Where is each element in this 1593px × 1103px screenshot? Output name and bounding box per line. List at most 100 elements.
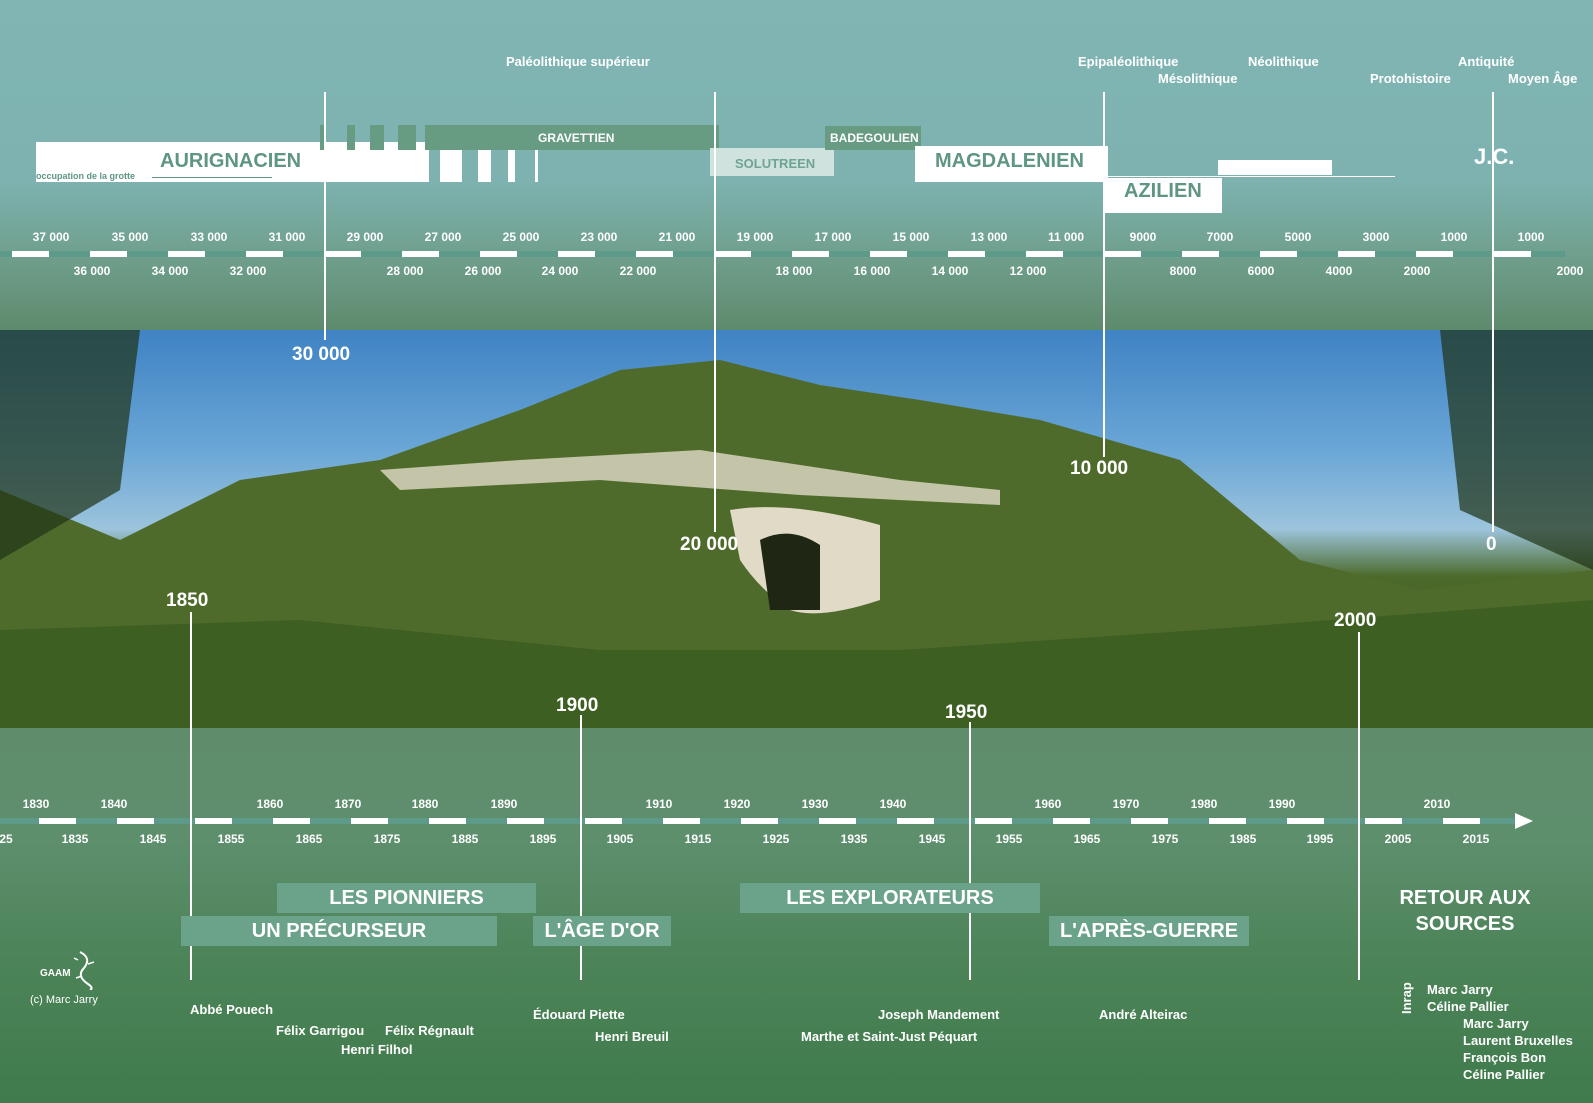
- neolithic-bar: [1218, 160, 1332, 175]
- bottom-axis-segment: [819, 818, 856, 824]
- top-tick-upper: 17 000: [814, 230, 852, 244]
- person-pallier-1: Céline Pallier: [1427, 999, 1509, 1014]
- bottom-axis-segment: [273, 818, 310, 824]
- era-explorateurs-box: [740, 883, 1040, 913]
- period-paleo-sup: Paléolithique supérieur: [506, 54, 650, 69]
- bottom-axis-segment: [741, 818, 778, 824]
- person-breuil: Henri Breuil: [595, 1029, 669, 1044]
- person-pallier-2: Céline Pallier: [1463, 1067, 1545, 1082]
- top-tick-upper: 23 000: [580, 230, 618, 244]
- bottom-tick-lower: 1925: [762, 832, 790, 846]
- gravettien-bar: [425, 125, 719, 150]
- hill-illustration: [0, 330, 1593, 728]
- bottom-tick-upper: 1970: [1112, 797, 1140, 811]
- top-tick-upper: 9000: [1129, 230, 1157, 244]
- top-tick-upper: 11 000: [1047, 230, 1085, 244]
- top-tick-lower: 22 000: [619, 264, 657, 278]
- bottom-axis-segment: [663, 818, 700, 824]
- marker-30000-line: [324, 92, 326, 340]
- azilien-bar: [1103, 178, 1222, 213]
- occupation-label: occupation de la grotte: [36, 171, 136, 181]
- credit-label: (c) Marc Jarry: [30, 994, 98, 1006]
- bottom-tick-lower: 1955: [995, 832, 1023, 846]
- person-pouech: Abbé Pouech: [190, 1002, 274, 1017]
- bottom-tick-upper: 1980: [1190, 797, 1218, 811]
- top-tick-lower: 24 000: [541, 264, 579, 278]
- bottom-axis-segment: [1365, 818, 1402, 824]
- culture-solutreen: SOLUTREEN: [735, 156, 816, 171]
- jc-label: J.C.: [1474, 144, 1515, 169]
- marker-10000-line: [1103, 92, 1105, 457]
- top-tick-upper: 21 000: [658, 230, 696, 244]
- marker-10000: 10 000: [1070, 458, 1129, 479]
- marker-20000: 20 000: [680, 534, 739, 555]
- culture-aurignacien: AURIGNACIEN: [160, 150, 302, 172]
- culture-azilien: AZILIEN: [1124, 180, 1202, 202]
- bottom-axis-segment: [117, 818, 154, 824]
- top-tick-upper: 37 000: [32, 230, 70, 244]
- bottom-axis-segment: [1209, 818, 1246, 824]
- lizard-icon: [73, 951, 95, 990]
- era-apres-guerre-box: [1049, 916, 1249, 946]
- bottom-band: [0, 728, 1593, 1103]
- top-tick-upper: 31 000: [268, 230, 306, 244]
- top-tick-upper: 3000: [1362, 230, 1390, 244]
- bottom-tick-lower: 1875: [373, 832, 401, 846]
- top-tick-lower: 4000: [1325, 264, 1353, 278]
- top-axis-segment: [714, 251, 751, 257]
- bottom-tick-upper: 1890: [490, 797, 518, 811]
- top-axis-segment: [168, 251, 205, 257]
- era-explorateurs: LES EXPLORATEURS: [786, 887, 994, 909]
- marker-30000: 30 000: [292, 344, 351, 365]
- bottom-tick-lower: 1975: [1151, 832, 1179, 846]
- era-age-or: L'ÂGE D'OR: [544, 920, 660, 942]
- period-protohistoire: Protohistoire: [1370, 71, 1451, 86]
- period-moyen-age: Moyen Âge: [1508, 71, 1578, 86]
- era-pionniers-box: [277, 883, 536, 913]
- landscape-photo: [0, 330, 1593, 728]
- top-tick-lower: 14 000: [931, 264, 969, 278]
- marker-1950-line: [969, 722, 971, 980]
- marker-0-line: [1492, 92, 1494, 532]
- grav-white-2: [478, 150, 491, 182]
- top-axis-segment: [1026, 251, 1063, 257]
- era-retour-line2: SOURCES: [1415, 913, 1515, 935]
- person-jarry-1: Marc Jarry: [1427, 982, 1493, 997]
- bottom-tick-upper: 1930: [801, 797, 829, 811]
- era-precurseur-box: [181, 916, 497, 946]
- aurignacien-bar: [36, 142, 429, 182]
- grav-white-4: [535, 150, 538, 182]
- top-tick-upper: 35 000: [111, 230, 149, 244]
- top-axis-segment: [246, 251, 283, 257]
- bottom-tick-lower: 2015: [1462, 832, 1490, 846]
- bottom-axis-segment: [1131, 818, 1168, 824]
- bottom-axis-segment: [1443, 818, 1480, 824]
- top-tick-upper: 19 000: [736, 230, 774, 244]
- grav-block-4: [398, 125, 416, 150]
- bottom-tick-upper: 1910: [645, 797, 673, 811]
- bottom-tick-lower: 2005: [1384, 832, 1412, 846]
- bottom-axis-segment: [1053, 818, 1090, 824]
- top-axis-segment: [1260, 251, 1297, 257]
- bottom-tick-lower: 1855: [217, 832, 245, 846]
- bottom-axis-segment: [1287, 818, 1324, 824]
- bottom-tick-lower: 1865: [295, 832, 323, 846]
- occupation-arrow: [152, 177, 272, 178]
- top-axis-segment: [480, 251, 517, 257]
- bottom-tick-lower: 1915: [684, 832, 712, 846]
- top-tick-upper: 25 000: [502, 230, 540, 244]
- top-axis: [0, 251, 1565, 257]
- person-regnault: Félix Régnault: [385, 1023, 474, 1038]
- era-precurseur: UN PRÉCURSEUR: [251, 920, 427, 942]
- bottom-tick-lower: 1965: [1073, 832, 1101, 846]
- bottom-tick-lower: 1995: [1306, 832, 1334, 846]
- marker-0: 0: [1486, 534, 1497, 555]
- top-axis-segment: [12, 251, 49, 257]
- person-bon: François Bon: [1463, 1050, 1547, 1065]
- culture-badegoulien: BADEGOULIEN: [830, 131, 919, 145]
- bottom-tick-upper: 1880: [411, 797, 439, 811]
- top-axis-segment: [1494, 251, 1531, 257]
- top-tick-lower: 12 000: [1009, 264, 1047, 278]
- bottom-axis-segment: [507, 818, 544, 824]
